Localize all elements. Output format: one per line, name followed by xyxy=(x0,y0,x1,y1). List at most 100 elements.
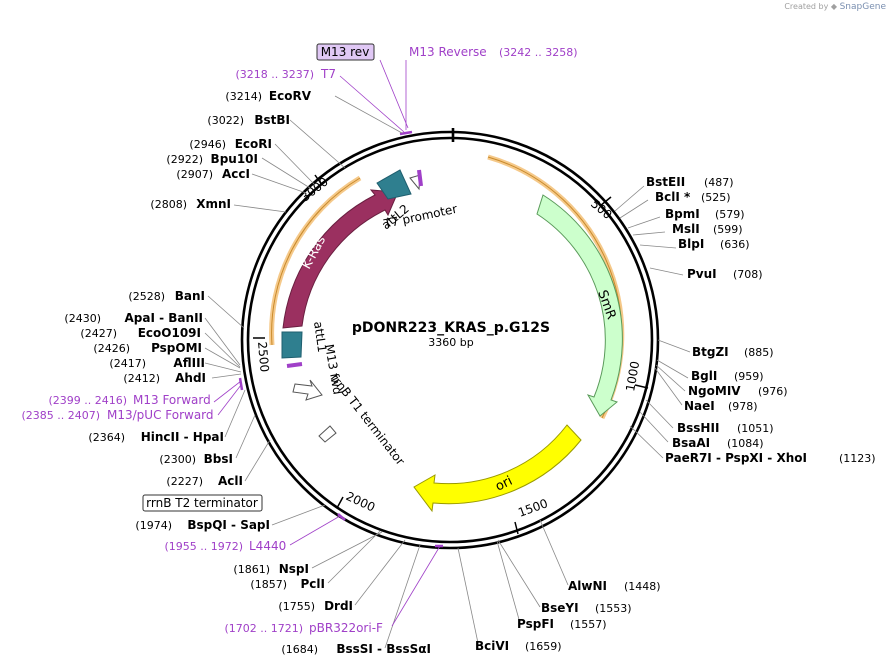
site-pos-naei: (978) xyxy=(728,400,758,413)
site-name-ecoo109i: EcoO109I xyxy=(138,326,201,340)
primer-range-m13-forward: (2399 .. 2416) xyxy=(48,394,127,407)
site-name-acli: AclI xyxy=(218,474,243,488)
feature-smr-arrow xyxy=(536,194,623,417)
site-pos-bsshii: (1051) xyxy=(737,422,774,435)
site-name-pspfi: PspFI xyxy=(517,617,554,631)
left-site-labels: EcoRV(3214)BstBI(3022)EcoRI(2946)Bpu10I(… xyxy=(64,89,431,656)
primer-marks xyxy=(238,130,443,548)
site-pos-blpi: (636) xyxy=(720,238,750,251)
site-name-bcivi: BciVI xyxy=(475,639,509,653)
primer-leader-lines xyxy=(213,59,441,627)
primer-range-t7: (3218 .. 3237) xyxy=(235,68,314,81)
site-pos-pspfi: (1557) xyxy=(570,618,607,631)
site-pos-bsaai: (1084) xyxy=(727,437,764,450)
site-name-naei: NaeI xyxy=(684,399,715,413)
site-name-bani: BanI xyxy=(175,289,205,303)
site-name-btgzi: BtgZI xyxy=(692,345,729,359)
feature-rrnb-t2-mark xyxy=(318,425,337,443)
site-name-msli: MslI xyxy=(672,222,700,236)
credit-brand: SnapGene xyxy=(839,2,886,12)
site-pos-xmni: (2808) xyxy=(150,198,187,211)
primer-range-m13-reverse: (3242 .. 3258) xyxy=(499,46,578,59)
site-name-xmni: XmnI xyxy=(196,197,231,211)
site-name-bgli: BglI xyxy=(691,369,717,383)
site-pos-pspomi: (2426) xyxy=(93,342,130,355)
primer-name-t7: T7 xyxy=(320,67,336,81)
site-pos-acci: (2907) xyxy=(176,168,213,181)
site-pos-afliii: (2417) xyxy=(109,357,146,370)
credit-prefix: Created by xyxy=(784,2,829,11)
primer-name-l4440: L4440 xyxy=(249,539,286,553)
site-name-bseyi: BseYI xyxy=(541,601,579,615)
feature-ori-label: ori xyxy=(493,474,515,495)
m13-rev-label: M13 rev xyxy=(321,45,370,59)
site-pos-bstbi: (3022) xyxy=(207,114,244,127)
site-pos-acli: (2227) xyxy=(166,475,203,488)
site-pos-pvui: (708) xyxy=(733,268,763,281)
site-name-blpi: BlpI xyxy=(678,237,704,251)
site-pos-ecori: (2946) xyxy=(189,138,226,151)
primer-name-m13-forward: M13 Forward xyxy=(133,393,211,407)
feature-attl2-arrow xyxy=(376,169,412,200)
bottom-site-labels: AlwNI(1448)BseYI(1553)PspFI(1557)BciVI(1… xyxy=(475,579,661,653)
site-pos-ngomiv: (976) xyxy=(758,385,788,398)
site-name-pcli: PclI xyxy=(301,577,326,591)
site-pos-bpu10i: (2922) xyxy=(166,153,203,166)
site-pos-msli: (599) xyxy=(713,223,743,236)
site-name-apai-banii: ApaI - BanII xyxy=(125,311,204,325)
site-pos-bpmi: (579) xyxy=(715,208,745,221)
feature-rrnb-t1-label: rrnB T1 terminator xyxy=(328,371,408,468)
site-name-alwni: AlwNI xyxy=(568,579,607,593)
feature-attl1-arrow xyxy=(281,331,303,359)
primer-labels: M13 Reverse (3242 .. 3258) T7 (3218 .. 3237… xyxy=(21,45,577,635)
site-pos-bseyi: (1553) xyxy=(595,602,632,615)
orf-arc-kras-inner xyxy=(271,177,361,346)
backbone-inner-ring xyxy=(246,136,654,544)
plasmid-name: pDONR223_KRAS_p.G12S xyxy=(352,320,550,336)
site-name-nspi: NspI xyxy=(279,562,309,576)
feature-ori-arrow xyxy=(413,424,582,513)
site-pos-bsteii: (487) xyxy=(704,176,734,189)
feature-rrnb-t1-arrow xyxy=(292,379,323,401)
primer-range-pbr322ori-f: (1702 .. 1721) xyxy=(224,622,303,635)
site-name-bpu10i: Bpu10I xyxy=(211,152,258,166)
site-name-bsshii: BssHII xyxy=(677,421,719,435)
site-pos-bani: (2528) xyxy=(128,290,165,303)
feature-t7-promoter-label: T7 promoter xyxy=(382,202,459,231)
site-name-drdi: DrdI xyxy=(324,599,353,613)
site-name-bsteii: BstEII xyxy=(646,175,685,189)
site-pos-ecoo109i: (2427) xyxy=(80,327,117,340)
feature-attl1-label: attL1 xyxy=(311,320,329,353)
site-name-paer7i-pspxi-xhoi: PaeR7I - PspXI - XhoI xyxy=(665,451,807,465)
primer-range-l4440: (1955 .. 1972) xyxy=(164,540,243,553)
site-pos-nspi: (1861) xyxy=(233,563,270,576)
site-pos-hincii-hpai: (2364) xyxy=(88,431,125,444)
site-pos-apai-banii: (2430) xyxy=(64,312,101,325)
primer-name-pbr322ori-f: pBR322ori-F xyxy=(309,621,383,635)
site-name-bbsi: BbsI xyxy=(204,452,233,466)
site-pos-btgzi: (885) xyxy=(744,346,774,359)
snapgene-credit: Created by ◆ SnapGene xyxy=(784,2,886,12)
tick-label-2000: 2000 xyxy=(344,489,378,515)
site-name-pspomi: PspOMI xyxy=(151,341,202,355)
rrnb-t2-box xyxy=(142,494,263,512)
site-name-bsaai: BsaAI xyxy=(672,436,710,450)
feature-m13fwd-mark xyxy=(286,362,303,368)
site-pos-bcli-: (525) xyxy=(701,191,731,204)
site-name-pvui: PvuI xyxy=(687,267,717,281)
feature-kras-arrow xyxy=(282,189,399,329)
primer-name-m13-reverse: M13 Reverse xyxy=(409,45,487,59)
site-pos-drdi: (1755) xyxy=(278,600,315,613)
site-name-bstbi: BstBI xyxy=(254,113,290,127)
site-name-bcli-: BclI * xyxy=(655,190,691,204)
site-pos-bspqi-sapi: (1974) xyxy=(135,519,172,532)
site-name-hincii-hpai: HincII - HpaI xyxy=(141,430,224,444)
site-name-bspqi-sapi: BspQI - SapI xyxy=(187,518,270,532)
primer-name-m13-puc-forward: M13/pUC Forward xyxy=(107,408,214,422)
site-pos-bsssi-bsss-i: (1684) xyxy=(281,643,318,656)
snapgene-logo-icon: ◆ xyxy=(830,2,838,11)
site-leader-lines xyxy=(204,95,691,649)
site-pos-alwni: (1448) xyxy=(624,580,661,593)
